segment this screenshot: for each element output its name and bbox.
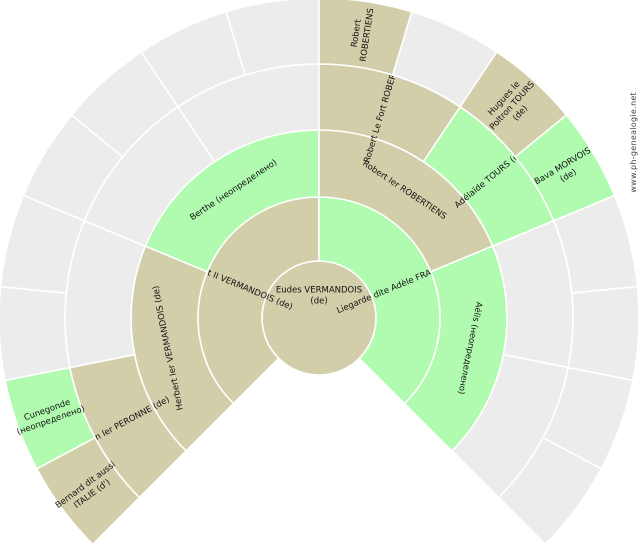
person-g4-3 [0, 285, 71, 382]
person-g4-14-shape [567, 285, 640, 382]
person-g4-3-shape [0, 285, 71, 382]
person-g4-16-shape [497, 436, 603, 546]
person-g2-1[interactable]: Herbert Ier VERMANDOIS (de) [130, 245, 235, 453]
watermark: www.ph-genealogie.net [629, 92, 638, 193]
person-root-label: Eudes VERMANDOIS(de) [276, 286, 362, 307]
person-g2-4[interactable]: Aélis (неопределено) [403, 245, 508, 453]
person-g4-1[interactable]: Bernard dit aussiITALIE (d') [35, 436, 141, 546]
person-g4-14 [567, 285, 640, 382]
person-g4-11[interactable]: Hugues lePoltron TOURS(de) [459, 50, 568, 158]
person-g4-2[interactable]: Cunegonde(неопределено) [4, 366, 97, 470]
person-g4-16 [497, 436, 603, 546]
